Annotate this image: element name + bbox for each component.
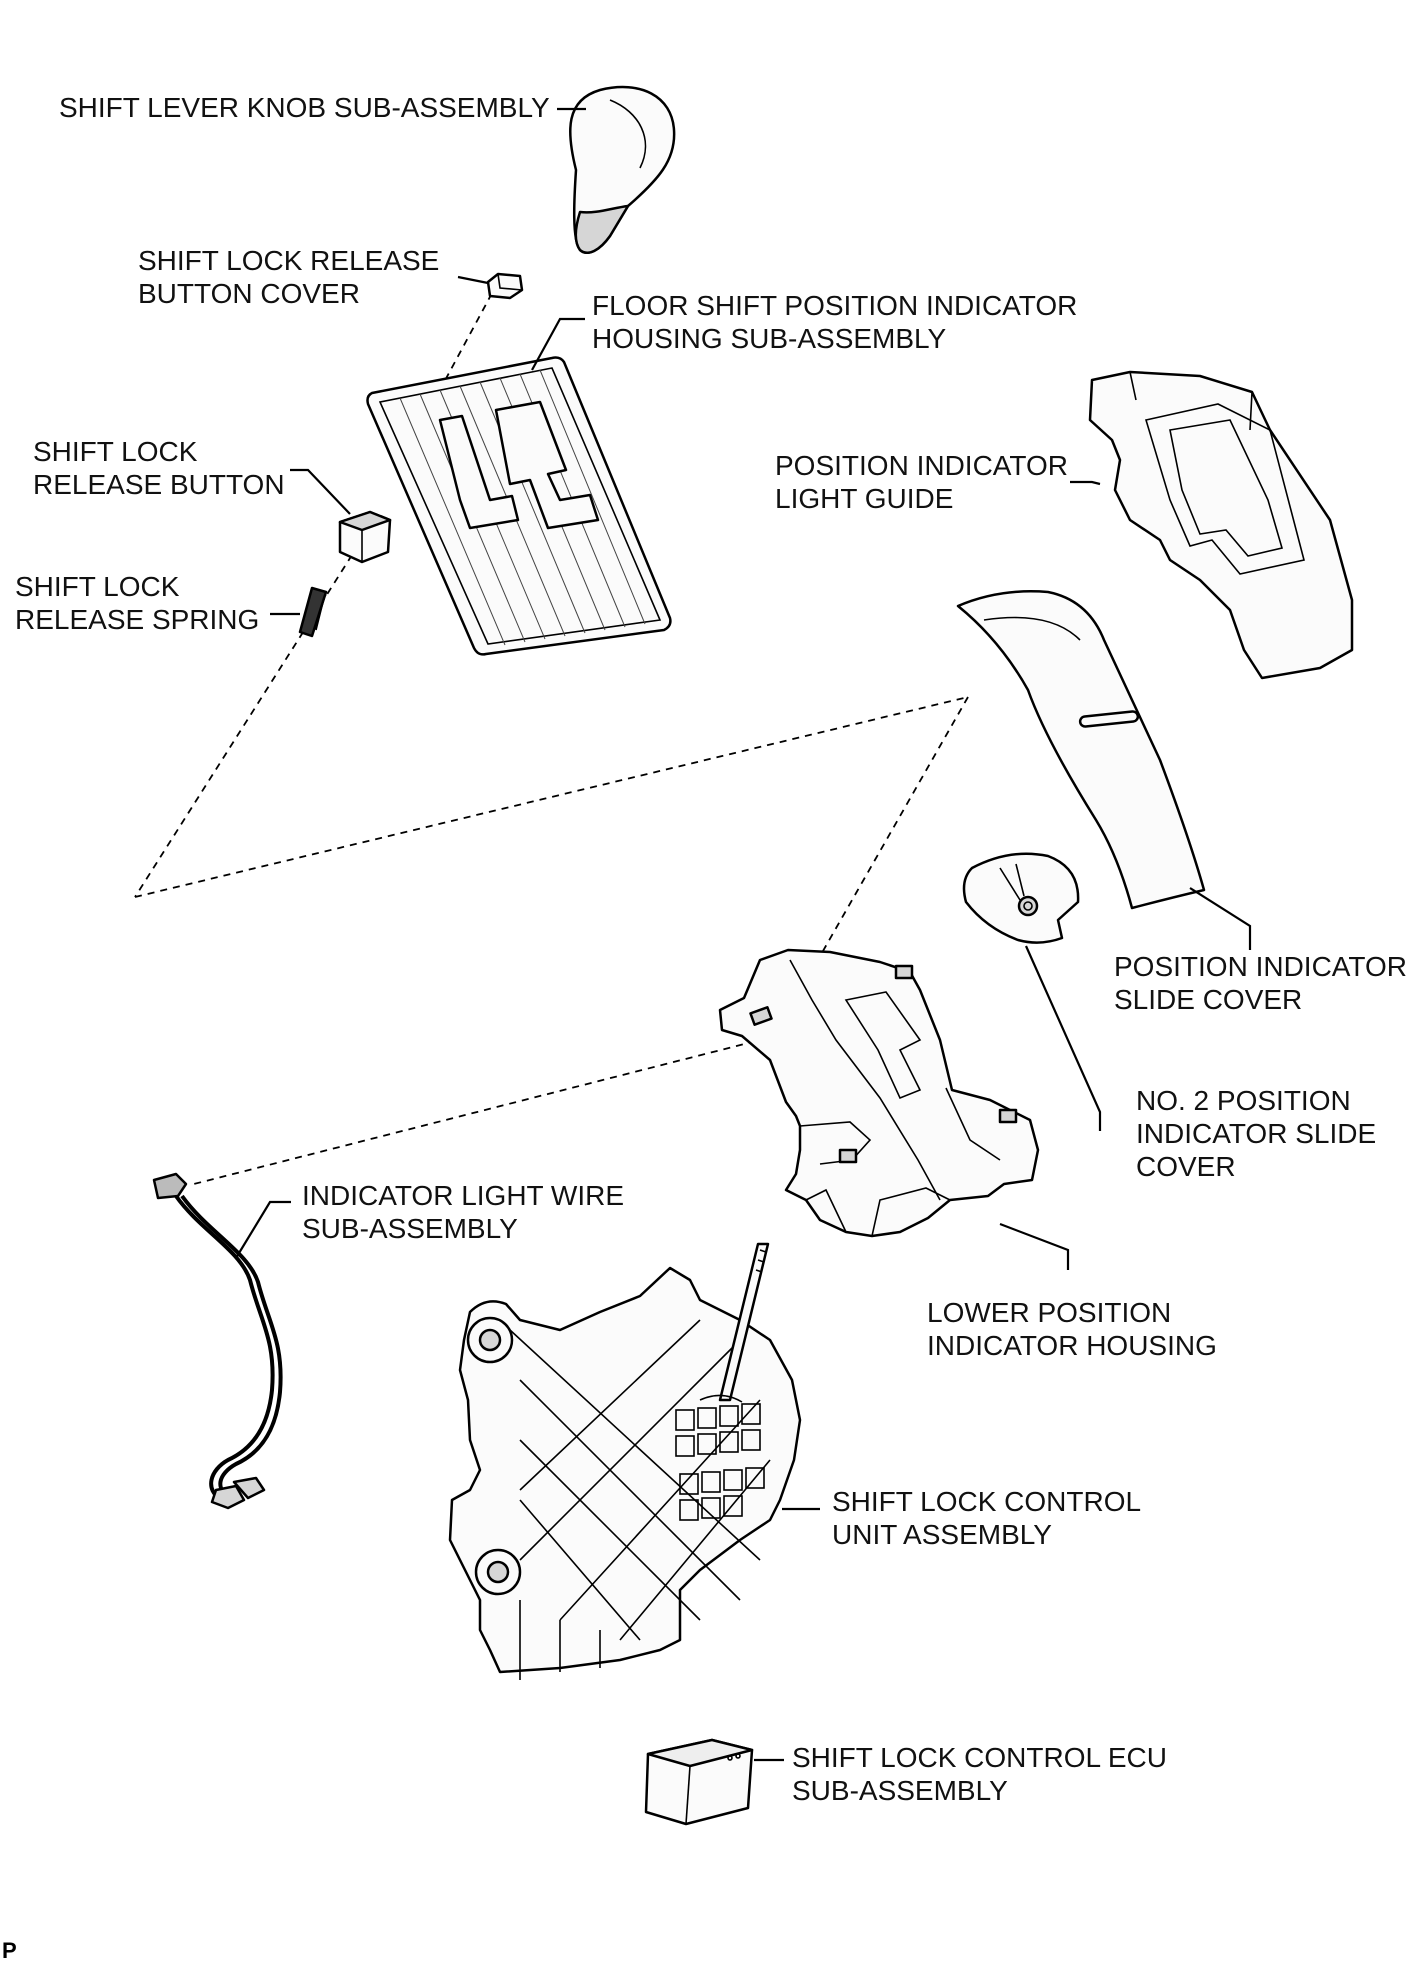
label-release-spring-line2: RELEASE SPRING — [15, 604, 259, 635]
label-floor-shift-housing-line1: FLOOR SHIFT POSITION INDICATOR — [592, 290, 1077, 321]
label-floor-shift-housing-line2: HOUSING SUB-ASSEMBLY — [592, 323, 947, 354]
release-button-part — [338, 510, 392, 564]
light-guide-part — [1088, 370, 1354, 680]
no2-slide-cover-part — [962, 852, 1080, 944]
label-no2-slide-cover-line3: COVER — [1136, 1151, 1236, 1182]
label-shift-lever-knob: SHIFT LEVER KNOB SUB-ASSEMBLY — [59, 92, 550, 123]
indicator-light-wire-part — [152, 1172, 283, 1510]
shift-lever-knob-part — [568, 85, 676, 254]
label-control-unit-line1: SHIFT LOCK CONTROL — [832, 1486, 1141, 1517]
label-release-button-line1: SHIFT LOCK — [33, 436, 198, 467]
label-light-wire-line1: INDICATOR LIGHT WIRE — [302, 1180, 624, 1211]
label-light-wire-line2: SUB-ASSEMBLY — [302, 1213, 518, 1244]
label-lower-housing-line1: LOWER POSITION — [927, 1297, 1171, 1328]
label-lower-housing-line2: INDICATOR HOUSING — [927, 1330, 1217, 1361]
label-slide-cover-line2: SLIDE COVER — [1114, 984, 1302, 1015]
floor-shift-housing-part — [366, 356, 672, 656]
label-no2-slide-cover-line2: INDICATOR SLIDE — [1136, 1118, 1376, 1149]
label-control-unit-line2: UNIT ASSEMBLY — [832, 1519, 1052, 1550]
leader-lines — [235, 107, 1252, 1762]
ecu-part — [644, 1738, 754, 1826]
part-labels: SHIFT LEVER KNOB SUB-ASSEMBLY SHIFT LOCK… — [2, 92, 1407, 1963]
label-ecu-line1: SHIFT LOCK CONTROL ECU — [792, 1742, 1167, 1773]
label-light-guide-line2: LIGHT GUIDE — [775, 483, 953, 514]
lower-housing-part — [718, 948, 1040, 1238]
label-release-button-cover-line1: SHIFT LOCK RELEASE — [138, 245, 439, 276]
label-release-button-cover-line2: BUTTON COVER — [138, 278, 360, 309]
release-button-cover-part — [486, 272, 524, 300]
label-slide-cover-line1: POSITION INDICATOR — [1114, 951, 1407, 982]
illustration-code: P — [2, 1938, 17, 1963]
label-ecu-line2: SUB-ASSEMBLY — [792, 1775, 1008, 1806]
label-light-guide-line1: POSITION INDICATOR — [775, 450, 1068, 481]
label-release-spring-line1: SHIFT LOCK — [15, 571, 180, 602]
slide-cover-part — [956, 590, 1206, 910]
label-no2-slide-cover-line1: NO. 2 POSITION — [1136, 1085, 1351, 1116]
label-release-button-line2: RELEASE BUTTON — [33, 469, 285, 500]
control-unit-part — [448, 1242, 802, 1680]
release-spring-part — [298, 586, 328, 638]
